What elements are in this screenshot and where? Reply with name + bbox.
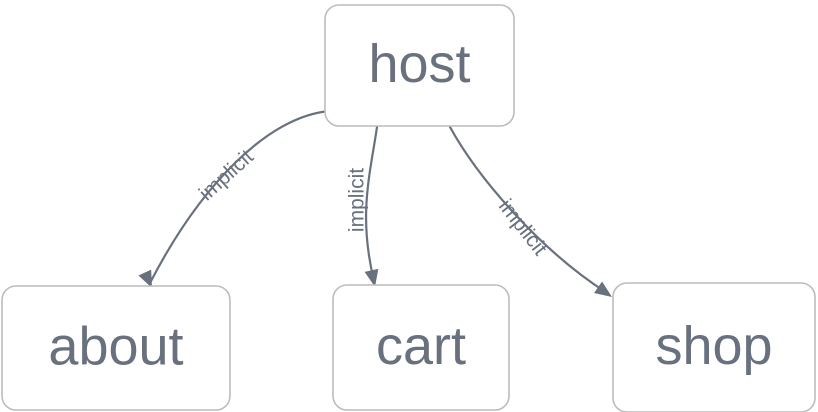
edge-labels-layer: implicit implicit implicit (195, 145, 552, 260)
edge-line (148, 109, 332, 285)
node-host[interactable]: host (324, 4, 515, 127)
node-cart[interactable]: cart (332, 284, 510, 411)
edge-arrowhead (138, 269, 152, 288)
node-box-about[interactable] (1, 285, 231, 411)
edge-host-to-about (138, 109, 332, 288)
edge-host-to-shop (448, 125, 612, 297)
edge-label-host-to-about: implicit (195, 145, 258, 205)
edge-arrowhead (594, 281, 612, 297)
edges-layer (138, 109, 612, 297)
edge-label-host-to-cart: implicit (346, 168, 369, 232)
edge-label-host-to-shop: implicit (494, 195, 552, 260)
node-label-cart: cart (376, 316, 466, 376)
edge-line (448, 125, 609, 295)
node-box-shop[interactable] (612, 282, 816, 412)
node-label-about: about (48, 316, 183, 376)
node-shop[interactable]: shop (612, 282, 816, 412)
node-label-shop: shop (655, 316, 772, 376)
edge-arrowhead (364, 268, 379, 287)
edge-host-to-cart (364, 125, 379, 287)
node-about[interactable]: about (1, 285, 231, 411)
nodes-layer: host about cart shop (1, 4, 816, 412)
node-box-host[interactable] (324, 4, 515, 127)
node-box-cart[interactable] (332, 284, 510, 411)
edge-line (364, 125, 379, 283)
node-label-host: host (368, 34, 470, 94)
